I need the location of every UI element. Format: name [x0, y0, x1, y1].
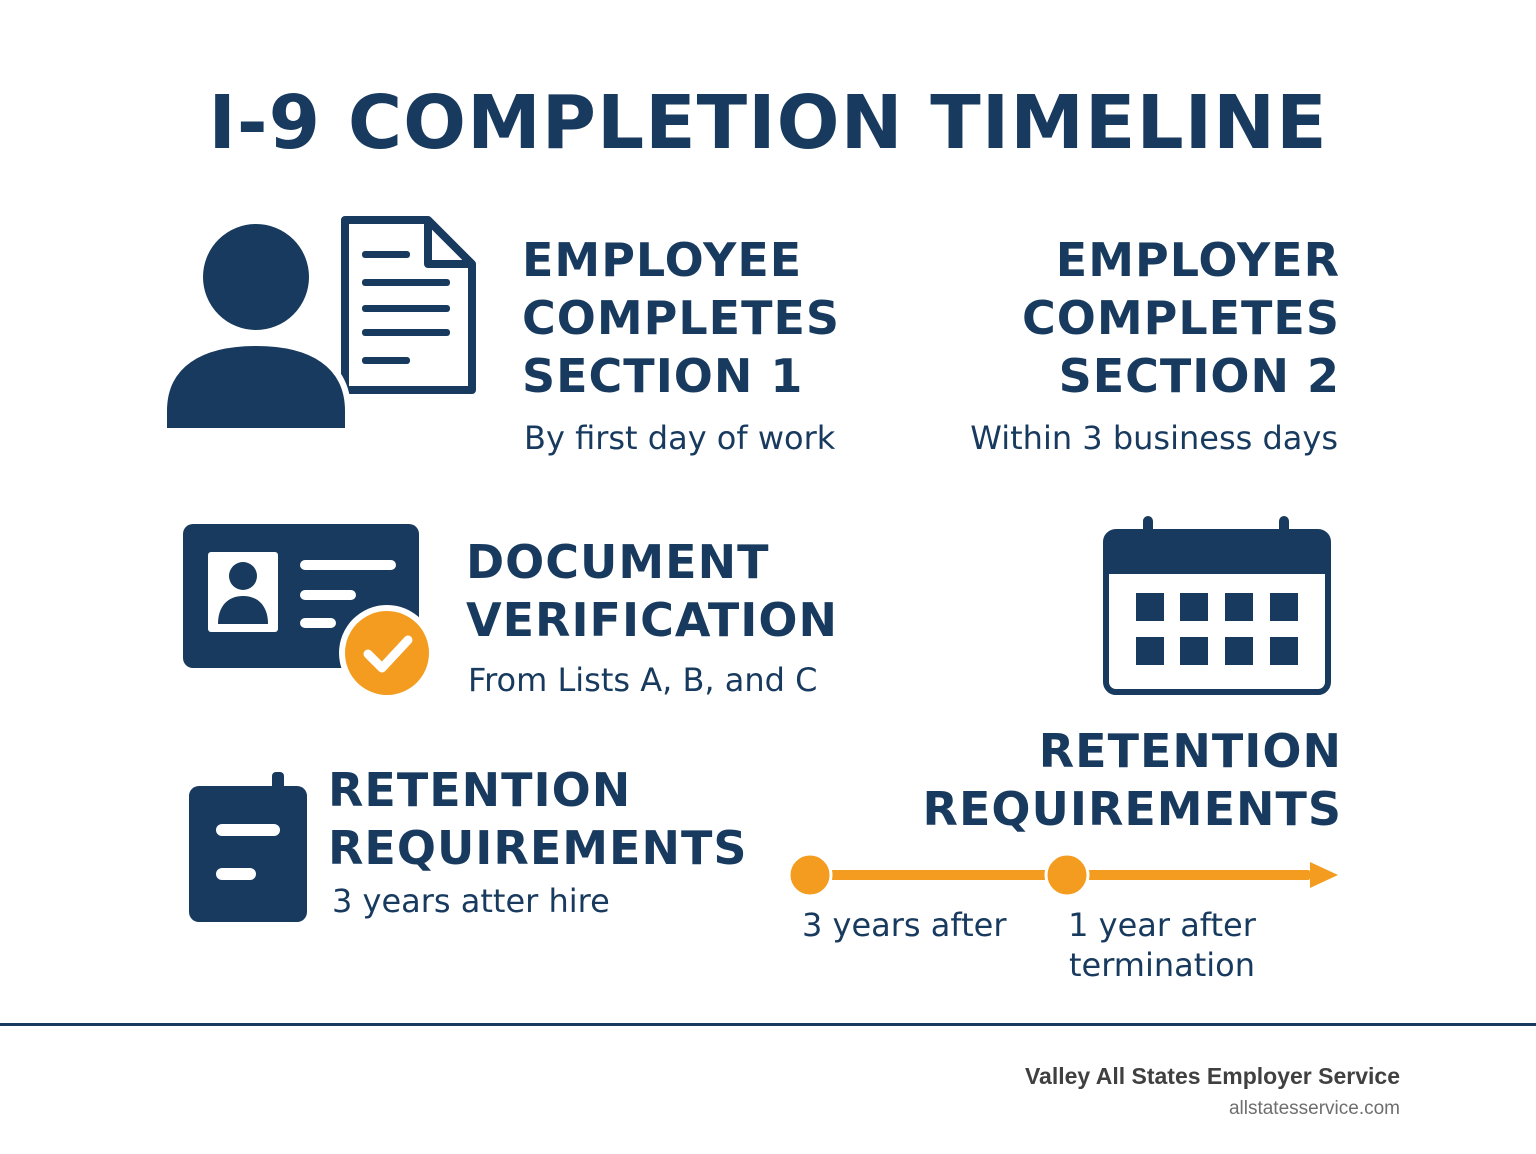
employee-step-subtext: By first day of work — [524, 419, 836, 457]
heading-line: DOCUMENT — [466, 535, 770, 589]
heading-line: REQUIREMENTS — [922, 782, 1342, 836]
employer-step-heading: EMPLOYER COMPLETES SECTION 2 — [1022, 231, 1340, 405]
document-step-subtext: From Lists A, B, and C — [468, 661, 818, 699]
heading-line: VERIFICATION — [466, 593, 838, 647]
document-step-heading: DOCUMENT VERIFICATION — [466, 533, 838, 649]
timeline-label-line: 1 year after — [1068, 906, 1256, 944]
heading-line: SECTION 1 — [522, 349, 804, 403]
timeline-label-end: 1 year after termination — [1040, 905, 1284, 985]
heading-line: SECTION 2 — [1058, 349, 1340, 403]
heading-line: RETENTION — [328, 763, 632, 817]
heading-line: EMPLOYEE — [522, 233, 803, 287]
retention-left-heading: RETENTION REQUIREMENTS — [328, 761, 747, 877]
footer-divider — [0, 1023, 1536, 1026]
footer-company-name: Valley All States Employer Service — [1024, 1063, 1400, 1089]
employee-step-heading: EMPLOYEE COMPLETES SECTION 1 — [522, 231, 840, 405]
retention-left-subtext: 3 years atter hire — [332, 882, 610, 920]
employer-step-subtext: Within 3 business days — [970, 419, 1338, 457]
timeline-arrow-icon — [787, 852, 1338, 898]
timeline-label-start: 3 years after — [802, 906, 1007, 944]
id-card-check-icon — [183, 524, 435, 701]
heading-line: COMPLETES — [1021, 291, 1340, 345]
footer-url: allstatesservice.com — [1228, 1098, 1400, 1119]
heading-line: REQUIREMENTS — [328, 821, 748, 875]
page-title: I-9 COMPLETION TIMELINE — [208, 80, 1328, 166]
clipboard-icon — [189, 772, 307, 922]
heading-line: EMPLOYER — [1055, 233, 1340, 287]
person-document-icon — [161, 216, 476, 434]
heading-line: RETENTION — [1038, 724, 1342, 778]
timeline-label-line: termination — [1068, 946, 1256, 984]
calendar-icon — [1103, 516, 1331, 695]
retention-right-heading: RETENTION REQUIREMENTS — [923, 722, 1342, 838]
heading-line: COMPLETES — [522, 291, 841, 345]
